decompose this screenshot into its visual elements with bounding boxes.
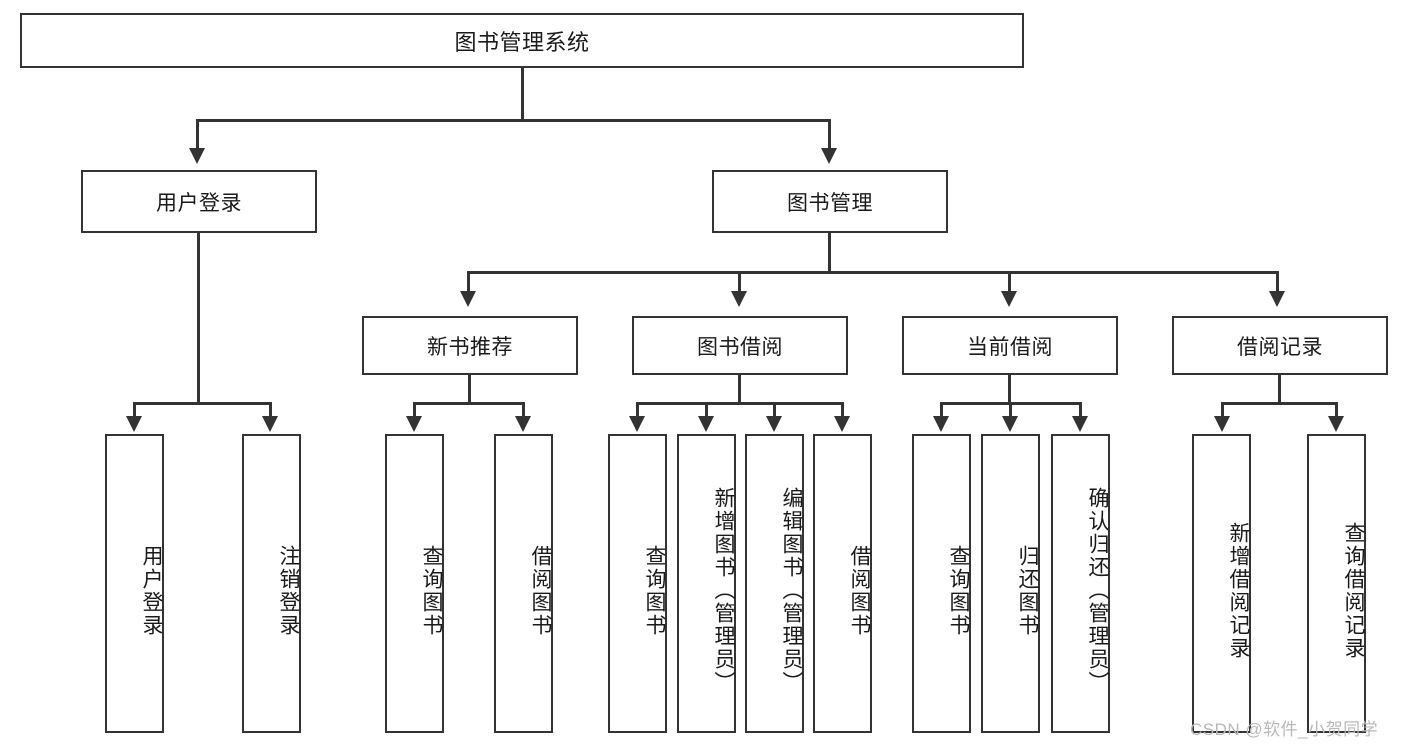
node-current-borrow[interactable]: 当前借阅: [902, 316, 1118, 375]
edge-bb-stem: [738, 375, 741, 405]
edge-bm-drop-3: [1008, 271, 1011, 293]
leaf-logout[interactable]: 注销登录: [242, 434, 301, 733]
arrow-br-leaf-2: [1328, 416, 1344, 432]
node-label: 编辑图书（管理员）: [780, 487, 803, 694]
csdn-watermark: CSDN @软件_小贺同学: [1190, 720, 1379, 739]
node-label: 查询图书: [947, 544, 970, 637]
edge-cb-drop-3: [1079, 402, 1082, 418]
edge-br-drop-2: [1335, 402, 1338, 418]
node-label: 归还图书: [1016, 544, 1039, 637]
leaf-add-book[interactable]: 新增图书（管理员）: [677, 434, 736, 733]
edge-bb-bus: [636, 402, 844, 405]
leaf-query-book-3[interactable]: 查询图书: [912, 434, 971, 733]
arrow-cb-leaf-3: [1072, 416, 1088, 432]
edge-user-login-drop-2: [269, 402, 272, 418]
node-label: 借阅图书: [529, 544, 552, 637]
node-borrow-record[interactable]: 借阅记录: [1172, 316, 1388, 375]
edge-br-stem: [1278, 375, 1281, 405]
node-label: 借阅图书: [848, 544, 871, 637]
arrow-bb-leaf-4: [834, 416, 850, 432]
leaf-return-book[interactable]: 归还图书: [981, 434, 1040, 733]
arrow-root-to-user-login: [189, 148, 205, 164]
leaf-confirm-return[interactable]: 确认归还（管理员）: [1051, 434, 1110, 733]
node-label: 查询图书: [420, 544, 443, 637]
leaf-borrow-book-1[interactable]: 借阅图书: [494, 434, 553, 733]
node-new-book-recommend[interactable]: 新书推荐: [362, 316, 578, 375]
node-book-management[interactable]: 图书管理: [712, 170, 948, 233]
node-book-borrow[interactable]: 图书借阅: [632, 316, 848, 375]
node-label: 新增借阅记录: [1227, 521, 1250, 660]
node-label: 图书借阅: [697, 335, 783, 359]
node-label: 查询图书: [643, 544, 666, 637]
node-label: 确认归还（管理员）: [1086, 487, 1109, 694]
edge-root-to-book-management: [828, 119, 831, 149]
arrow-bb-leaf-3: [766, 416, 782, 432]
arrow-nbr-leaf-2: [515, 416, 531, 432]
arrow-bb-leaf-2: [698, 416, 714, 432]
edge-cb-drop-1: [940, 402, 943, 418]
leaf-query-record[interactable]: 查询借阅记录: [1307, 434, 1366, 733]
edge-nbr-drop-1: [413, 402, 416, 418]
leaf-query-book-2[interactable]: 查询图书: [608, 434, 667, 733]
edge-book-management-bus: [467, 271, 1279, 274]
edge-nbr-bus: [413, 402, 525, 405]
edge-nbr-drop-2: [522, 402, 525, 418]
edge-user-login-bus: [133, 402, 272, 405]
leaf-borrow-book-2[interactable]: 借阅图书: [813, 434, 872, 733]
arrow-bm-to-borrow-record: [1269, 291, 1285, 307]
edge-bb-drop-3: [773, 402, 776, 418]
leaf-edit-book[interactable]: 编辑图书（管理员）: [745, 434, 804, 733]
arrow-root-to-book-management: [821, 148, 837, 164]
arrow-br-leaf-1: [1214, 416, 1230, 432]
edge-bb-drop-1: [636, 402, 639, 418]
node-book-management-system[interactable]: 图书管理系统: [20, 13, 1024, 68]
edge-bm-drop-2: [738, 271, 741, 293]
node-label: 注销登录: [277, 544, 300, 637]
node-label: 新增图书（管理员）: [712, 487, 735, 694]
arrow-user-login-leaf-1: [126, 416, 142, 432]
node-label: 用户登录: [140, 544, 163, 637]
node-label: 查询借阅记录: [1342, 521, 1365, 660]
arrow-nbr-leaf-1: [406, 416, 422, 432]
node-label: 图书管理: [787, 191, 873, 215]
edge-br-bus: [1221, 402, 1338, 405]
leaf-user-login[interactable]: 用户登录: [105, 434, 164, 733]
edge-root-bus: [196, 119, 831, 122]
edge-bm-drop-4: [1276, 271, 1279, 293]
edge-root-to-user-login: [196, 119, 199, 149]
edge-bm-drop-1: [467, 271, 470, 293]
edge-root-stem: [521, 68, 524, 121]
edge-nbr-stem: [468, 375, 471, 405]
node-label: 新书推荐: [427, 335, 513, 359]
node-user-login[interactable]: 用户登录: [81, 170, 317, 233]
edge-cb-stem: [1008, 375, 1011, 405]
leaf-query-book-1[interactable]: 查询图书: [385, 434, 444, 733]
edge-user-login-stem: [197, 233, 200, 405]
arrow-cb-leaf-2: [1002, 416, 1018, 432]
node-label: 图书管理系统: [454, 29, 590, 55]
edge-user-login-drop-1: [133, 402, 136, 418]
edge-bb-drop-4: [841, 402, 844, 418]
arrow-bm-to-new-book-recommend: [460, 291, 476, 307]
node-label: 当前借阅: [967, 335, 1053, 359]
arrow-user-login-leaf-2: [262, 416, 278, 432]
node-label: 借阅记录: [1237, 335, 1323, 359]
edge-br-drop-1: [1221, 402, 1224, 418]
arrow-bb-leaf-1: [629, 416, 645, 432]
leaf-add-record[interactable]: 新增借阅记录: [1192, 434, 1251, 733]
arrow-bm-to-current-borrow: [1001, 291, 1017, 307]
edge-cb-drop-2: [1009, 402, 1012, 418]
edge-book-management-stem: [828, 233, 831, 273]
arrow-bm-to-book-borrow: [731, 291, 747, 307]
node-label: 用户登录: [156, 191, 242, 215]
arrow-cb-leaf-1: [933, 416, 949, 432]
edge-bb-drop-2: [705, 402, 708, 418]
